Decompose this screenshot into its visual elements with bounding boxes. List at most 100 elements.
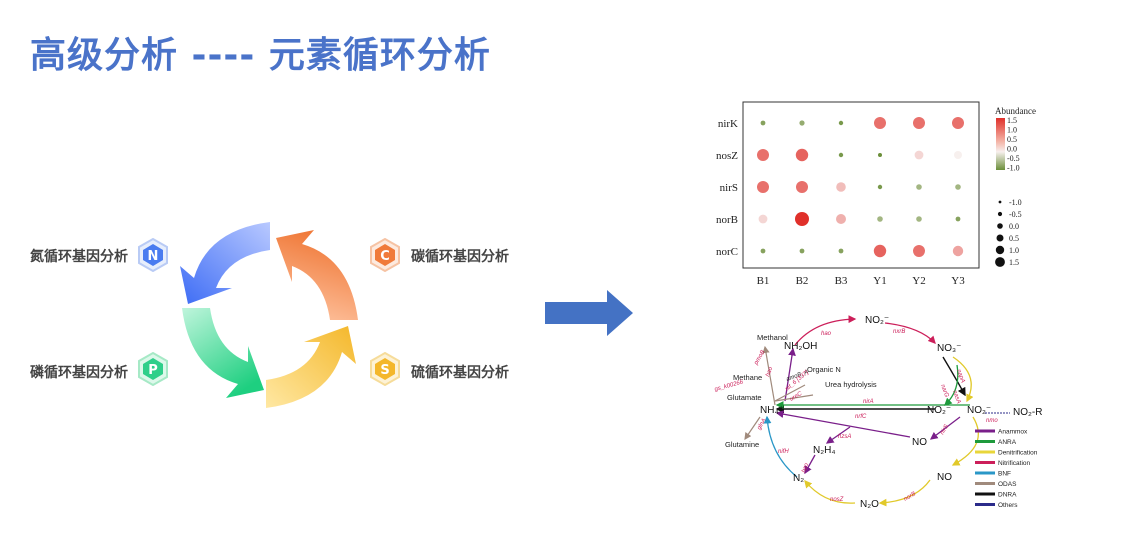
x-tick-label: B1 <box>757 275 770 287</box>
bubble <box>916 184 922 190</box>
bubble <box>757 181 769 193</box>
legend-size-tick: -0.5 <box>1009 210 1022 219</box>
node-glutamate: Glutamate <box>727 393 762 402</box>
bubble <box>799 248 805 254</box>
y-tick-label: norB <box>716 214 738 226</box>
y-tick-label: nosZ <box>716 150 738 162</box>
legend-size-tick: -1.0 <box>1009 198 1022 207</box>
label-nitrogen-cycle: 氮循环基因分析 <box>30 249 128 265</box>
cycle-arrow-green <box>182 308 264 398</box>
node-methanol: Methanol <box>757 333 788 342</box>
bubble <box>955 184 961 190</box>
bubble <box>795 212 809 226</box>
x-tick-label: B3 <box>835 275 848 287</box>
gene-hao-left: hao <box>765 366 774 378</box>
legend-label: Others <box>998 502 1018 509</box>
hexagon-s-icon: S <box>370 352 400 386</box>
y-tick-label: norC <box>716 246 738 258</box>
legend-color-tick: 1.5 <box>1007 116 1017 125</box>
gene-hzo: hzo <box>801 462 810 474</box>
legend-color-tick: 0.5 <box>1007 135 1017 144</box>
page-title: 高级分析 ---- 元素循环分析 <box>30 35 491 76</box>
node-no2-mid: NO₂⁻ <box>927 405 951 416</box>
cycle-arrow-orange <box>276 230 358 320</box>
bubble <box>916 216 922 222</box>
x-tick-label: Y3 <box>951 275 965 287</box>
node-methane: Methane <box>733 373 762 382</box>
gene-nmo: nmo <box>986 418 998 424</box>
node-organic-n: Organic N <box>807 365 841 374</box>
node-glutamine: Glutamine <box>725 440 759 449</box>
gene-pmob: pmoB <box>753 349 767 366</box>
legend-label: ODAS <box>998 481 1017 488</box>
node-n2h4: N₂H₄ <box>813 445 835 456</box>
gene-nirs: nirS <box>940 424 951 436</box>
bubble <box>836 214 846 224</box>
bubble <box>952 245 964 257</box>
legend-size-tick: 1.5 <box>1009 258 1019 267</box>
legend-size-tick: 0.5 <box>1009 234 1019 243</box>
gene-narg: narG <box>939 384 949 399</box>
node-n2o: N₂O <box>860 499 879 510</box>
node-n2: N₂ <box>793 473 804 484</box>
gene-hao-top: hao <box>821 331 832 337</box>
gene-nosz: nosZ <box>830 497 844 503</box>
node-nh2oh: NH₂OH <box>784 341 817 352</box>
node-no2-right: NO₂⁻ <box>967 405 991 416</box>
bubble <box>877 216 883 222</box>
hexagon-n-letter: N <box>148 249 159 264</box>
legend-label: DNRA <box>998 492 1017 499</box>
legend-size-dot <box>997 223 1003 229</box>
node-no3: NO₃⁻ <box>937 343 961 354</box>
bubble <box>760 248 766 254</box>
bubble <box>757 149 769 161</box>
legend-color-tick: -1.0 <box>1007 164 1020 173</box>
gene-nira: nirA <box>863 399 874 405</box>
x-tick-label: Y2 <box>912 275 925 287</box>
right-arrow-icon <box>545 290 633 336</box>
bubble <box>877 184 883 190</box>
hexagon-c-letter: C <box>380 249 390 264</box>
bubble <box>954 151 962 159</box>
bubble <box>913 245 925 257</box>
hexagon-p-letter: P <box>148 363 158 378</box>
nitrogen-cycle-diagram: NO₂⁻ NO₃⁻ NO₂⁻ NO₂⁻ NO₂-R NH₂OH NH₄⁺ N₂H… <box>714 315 1042 510</box>
bubble <box>913 117 925 129</box>
legend-size-dot <box>997 211 1003 217</box>
gene-napa: napA <box>955 369 965 384</box>
x-tick-label: Y1 <box>873 275 886 287</box>
hexagon-c-icon: C <box>370 238 400 272</box>
bubble <box>795 148 809 162</box>
legend-label: Denitrification <box>998 450 1038 457</box>
legend-title: Abundance <box>995 106 1036 116</box>
legend-size-dot <box>995 257 1005 267</box>
gene-nrfc: nrfC <box>855 414 867 420</box>
node-no-b: NO <box>937 472 952 483</box>
gene-nifh: nifH <box>778 449 789 455</box>
legend-size-dot <box>995 245 1005 255</box>
gene-norb: norB <box>903 491 917 503</box>
node-no2-r: NO₂-R <box>1013 407 1042 418</box>
bubble <box>838 248 844 254</box>
cycle-arrow-blue <box>180 222 270 304</box>
legend-color-tick: -0.5 <box>1007 154 1020 163</box>
legend-color-bar <box>996 118 1005 170</box>
node-urea-hydrolysis: Urea hydrolysis <box>825 380 877 389</box>
hexagon-p-icon: P <box>138 352 168 386</box>
gene-nasa: nasA <box>951 390 961 405</box>
node-no-a: NO <box>912 437 927 448</box>
label-phosphorus-cycle: 磷循环基因分析 <box>30 365 128 381</box>
gene-glna: glnA <box>757 418 768 431</box>
plot-frame <box>742 101 980 269</box>
hexagon-n-icon: N <box>138 238 168 272</box>
legend-size-tick: 0.0 <box>1009 222 1019 231</box>
legend-color-tick: 1.0 <box>1007 126 1017 135</box>
legend-size-dot <box>998 200 1002 204</box>
y-tick-label: nirS <box>720 182 738 194</box>
bubble <box>878 153 882 157</box>
bubble <box>952 117 964 129</box>
legend-label: BNF <box>998 471 1011 478</box>
bubble <box>873 244 887 258</box>
legend-color-tick: 0.0 <box>1007 145 1017 154</box>
